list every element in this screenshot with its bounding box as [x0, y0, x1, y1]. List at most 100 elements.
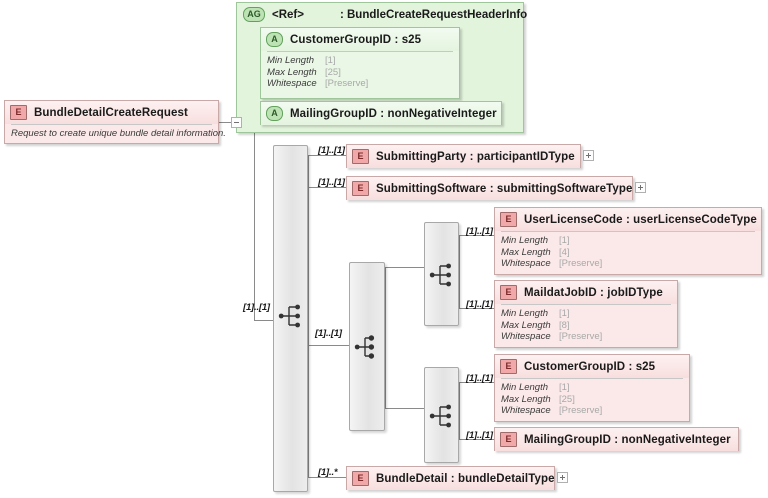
element-node-submitting-software[interactable]: E SubmittingSoftware : submittingSoftwar…	[346, 176, 633, 200]
element-node-customer-group-id[interactable]: E CustomerGroupID : s25 Min Length [1] M…	[494, 354, 690, 422]
facet-value: [1]	[559, 382, 570, 393]
connector-seq-to-inner-choice	[308, 345, 349, 346]
connector-trunk-vertical	[254, 62, 255, 320]
element-badge-icon: E	[500, 285, 517, 300]
attribute-group-type-label: : BundleCreateRequestHeaderInfo	[339, 8, 528, 21]
connector-branch1-vertical	[459, 235, 460, 308]
connector-branch2-vertical	[459, 382, 460, 439]
facet-row: Whitespace [Preserve]	[501, 258, 755, 270]
facet-label: Max Length	[501, 319, 551, 331]
element-node-mailing-group-id[interactable]: E MailingGroupID : nonNegativeInteger	[494, 427, 739, 451]
bundle-detail-header: E BundleDetail : bundleDetailType	[347, 467, 555, 490]
cardinality-maildat-job-id: [1]..[1]	[466, 299, 493, 310]
facet-value: [1]	[559, 235, 570, 246]
sequence-icon	[429, 263, 451, 287]
submitting-party-header: E SubmittingParty : participantIDType	[347, 145, 580, 168]
attribute-node-mailinggroupid[interactable]: A MailingGroupID : nonNegativeInteger	[260, 101, 502, 125]
mailing-group-id-label: MailingGroupID : nonNegativeInteger	[524, 433, 731, 446]
facet-label: Min Length	[267, 55, 315, 66]
facet-value: [Preserve]	[325, 78, 369, 89]
connector-trunk-to-outer-sequence	[254, 320, 273, 321]
facet-label: Min Length	[501, 308, 549, 319]
element-node-submitting-party[interactable]: E SubmittingParty : participantIDType	[346, 144, 581, 168]
facet-row: Whitespace [Preserve]	[267, 78, 453, 90]
element-badge-icon: E	[352, 149, 369, 164]
element-badge-icon: E	[500, 359, 517, 374]
customer-group-id-header: E CustomerGroupID : s25	[495, 355, 689, 378]
attribute-group-header: AG <Ref> : BundleCreateRequestHeaderInfo	[237, 3, 527, 26]
cardinality-submitting-software: [1]..[1]	[318, 177, 345, 188]
connector-branch1-to-userlicensecode	[459, 235, 494, 236]
compositor-outer-sequence[interactable]	[273, 145, 308, 492]
attribute-badge-icon: A	[266, 106, 283, 121]
expand-toggle-bundle-detail[interactable]	[557, 472, 568, 483]
connector-choice-vertical	[385, 267, 386, 408]
facet-value: [Preserve]	[559, 405, 603, 416]
facet-row: Min Length [1]	[501, 382, 683, 394]
compositor-branch2-sequence[interactable]	[424, 367, 459, 463]
submitting-party-label: SubmittingParty : participantIDType	[376, 150, 575, 163]
facet-value: [1]	[559, 308, 570, 319]
root-element-label: BundleDetailCreateRequest	[34, 106, 188, 119]
facet-row: Max Length [25]	[501, 394, 683, 406]
facet-row: Max Length [8]	[501, 320, 671, 332]
expand-toggle-submitting-software[interactable]	[635, 182, 646, 193]
cardinality-customer-group-id: [1]..[1]	[466, 373, 493, 384]
facet-value: [25]	[325, 66, 341, 78]
element-badge-icon: E	[500, 432, 517, 447]
facet-label: Whitespace	[501, 331, 551, 342]
sequence-icon	[429, 404, 451, 428]
facet-label: Whitespace	[501, 405, 551, 416]
collapse-toggle-root[interactable]	[231, 117, 242, 128]
element-badge-icon: E	[352, 181, 369, 196]
maildat-job-id-label: MaildatJobID : jobIDType	[524, 286, 663, 299]
element-node-maildat-job-id[interactable]: E MaildatJobID : jobIDType Min Length [1…	[494, 280, 678, 348]
connector-root-to-toggle	[219, 122, 231, 123]
cardinality-submitting-party: [1]..[1]	[318, 145, 345, 156]
facet-row: Max Length [25]	[267, 67, 453, 79]
element-badge-icon: E	[500, 212, 517, 227]
element-badge-icon: E	[10, 105, 27, 120]
cardinality-mailing-group-id: [1]..[1]	[466, 430, 493, 441]
user-license-code-label: UserLicenseCode : userLicenseCodeType	[524, 213, 757, 226]
connector-branch1-to-maildatjobid	[459, 308, 494, 309]
element-node-root-bundledetailcreaterequest[interactable]: E BundleDetailCreateRequest Request to c…	[4, 100, 226, 144]
attribute-customergroupid-facets: Min Length [1] Max Length [25] Whitespac…	[267, 51, 453, 94]
connector-outer-sequence-vertical	[308, 155, 309, 477]
compositor-branch1-sequence[interactable]	[424, 222, 459, 326]
facet-row: Min Length [1]	[267, 55, 453, 67]
bundle-detail-label: BundleDetail : bundleDetailType	[376, 472, 555, 485]
element-node-bundle-detail[interactable]: E BundleDetail : bundleDetailType	[346, 466, 555, 490]
root-element-header: E BundleDetailCreateRequest	[5, 101, 218, 124]
facet-label: Max Length	[501, 246, 551, 258]
connector-choice-to-branch2	[385, 408, 424, 409]
facet-label: Whitespace	[267, 78, 317, 89]
facet-value: [4]	[559, 246, 570, 258]
choice-icon	[354, 335, 375, 359]
connector-branch2-to-mailinggroupid	[459, 439, 494, 440]
submitting-software-header: E SubmittingSoftware : submittingSoftwar…	[347, 177, 632, 200]
facet-label: Min Length	[501, 235, 549, 246]
maildat-job-id-header: E MaildatJobID : jobIDType	[495, 281, 677, 304]
compositor-inner-choice[interactable]	[349, 262, 385, 431]
attribute-badge-icon: A	[266, 32, 283, 47]
attribute-mailinggroupid-label: MailingGroupID : nonNegativeInteger	[290, 107, 497, 120]
expand-toggle-submitting-party[interactable]	[583, 150, 594, 161]
element-node-user-license-code[interactable]: E UserLicenseCode : userLicenseCodeType …	[494, 207, 762, 275]
connector-seq-to-submitting-party	[308, 155, 346, 156]
attribute-node-customergroupid[interactable]: A CustomerGroupID : s25 Min Length [1] M…	[260, 27, 460, 99]
facet-row: Whitespace [Preserve]	[501, 405, 683, 417]
facet-row: Min Length [1]	[501, 235, 755, 247]
attribute-group-ref-label: <Ref>	[272, 8, 304, 21]
facet-row: Min Length [1]	[501, 308, 671, 320]
submitting-software-label: SubmittingSoftware : submittingSoftwareT…	[376, 182, 633, 195]
maildat-job-id-facets: Min Length [1] Max Length [8] Whitespace…	[501, 304, 671, 347]
connector-seq-to-submitting-software	[308, 187, 346, 188]
cardinality-outer-sequence: [1]..[1]	[243, 302, 270, 313]
attribute-customergroupid-label: CustomerGroupID : s25	[290, 33, 422, 46]
facet-value: [Preserve]	[559, 258, 603, 269]
root-element-description: Request to create unique bundle detail i…	[11, 124, 226, 142]
user-license-code-facets: Min Length [1] Max Length [4] Whitespace…	[501, 231, 755, 274]
facet-value: [25]	[559, 393, 575, 405]
